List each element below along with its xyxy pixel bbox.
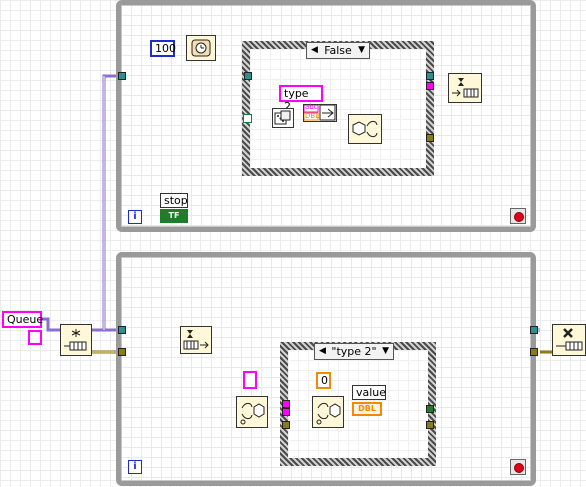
error-tunnel-case2-out	[426, 421, 434, 429]
enqueue-icon	[452, 78, 479, 98]
error-tunnel-case2-in	[282, 421, 290, 429]
dequeue-element-node[interactable]	[180, 326, 212, 354]
variant-tunnel-case-out	[426, 82, 434, 90]
variant-convert-icon	[352, 120, 378, 138]
variant-to-data-node-3[interactable]	[312, 396, 344, 428]
type-2-constant[interactable]: type 2	[279, 85, 323, 113]
refnum-tunnel-loop2-in	[118, 326, 126, 334]
variant-convert-icon	[240, 402, 265, 425]
clock-icon	[191, 39, 211, 57]
decrement-arrow-icon[interactable]: ◀	[319, 346, 326, 356]
variant-tunnel-case2-in	[282, 400, 290, 408]
selector-terminal	[243, 114, 252, 123]
stop-button-control[interactable]: TF	[160, 209, 188, 223]
refnum-tunnel-loop2-out	[530, 326, 538, 334]
error-tunnel-case-out	[426, 134, 434, 142]
loop-condition-stop-2[interactable]	[510, 459, 526, 475]
enqueue-element-node[interactable]	[448, 73, 482, 103]
cluster-type-constant[interactable]	[243, 371, 257, 389]
obtain-queue-node[interactable]	[60, 324, 92, 356]
stop-label: stop	[160, 193, 188, 208]
variant-convert-icon	[316, 402, 341, 425]
string-badge: abc	[305, 103, 318, 111]
refnum-tunnel-case-out	[426, 72, 434, 80]
queue-name-constant[interactable]: Queue	[2, 311, 43, 328]
refnum-tunnel-left	[118, 72, 126, 80]
release-queue-icon	[556, 328, 583, 351]
dbl-badge: DBL	[305, 112, 320, 120]
bool-tunnel-case2-out	[426, 405, 434, 413]
refnum-tunnel-case-in	[244, 72, 252, 80]
bundle-icon	[304, 105, 336, 121]
variant-to-data-node[interactable]	[348, 114, 382, 144]
obtain-queue-icon	[64, 329, 87, 351]
value-label: value	[352, 385, 386, 400]
release-queue-node[interactable]	[552, 324, 586, 356]
selector-terminal-2	[282, 408, 290, 416]
case-structure-false[interactable]	[242, 41, 434, 176]
wait-ms-node[interactable]	[186, 35, 216, 61]
iteration-terminal-loop2: i	[128, 460, 142, 474]
error-tunnel-loop2-in	[118, 348, 126, 356]
bundle-by-name-node[interactable]	[303, 104, 337, 122]
wait-ms-constant[interactable]: 100	[150, 40, 176, 57]
case-selector-false[interactable]: ◀ False ▼	[306, 42, 370, 59]
variant-to-data-node-2[interactable]	[236, 396, 268, 428]
dropdown-arrow-icon[interactable]: ▼	[358, 45, 365, 55]
case-selector-label: "type 2"	[331, 345, 377, 358]
decrement-arrow-icon[interactable]: ◀	[311, 45, 318, 55]
value-indicator[interactable]: DBL	[352, 402, 382, 416]
zero-constant[interactable]: 0	[316, 372, 331, 389]
dice-icon	[274, 110, 291, 125]
iteration-terminal-loop1: i	[128, 210, 142, 224]
dropdown-arrow-icon[interactable]: ▼	[382, 346, 389, 356]
dequeue-icon	[183, 330, 209, 350]
loop-condition-stop-1[interactable]	[510, 208, 526, 224]
case-selector-type-2[interactable]: ◀ "type 2" ▼	[314, 343, 394, 360]
case-selector-label: False	[324, 44, 352, 57]
queue-type-constant[interactable]	[28, 330, 42, 345]
error-tunnel-loop2-out	[530, 348, 538, 356]
random-number-node[interactable]	[272, 108, 294, 128]
